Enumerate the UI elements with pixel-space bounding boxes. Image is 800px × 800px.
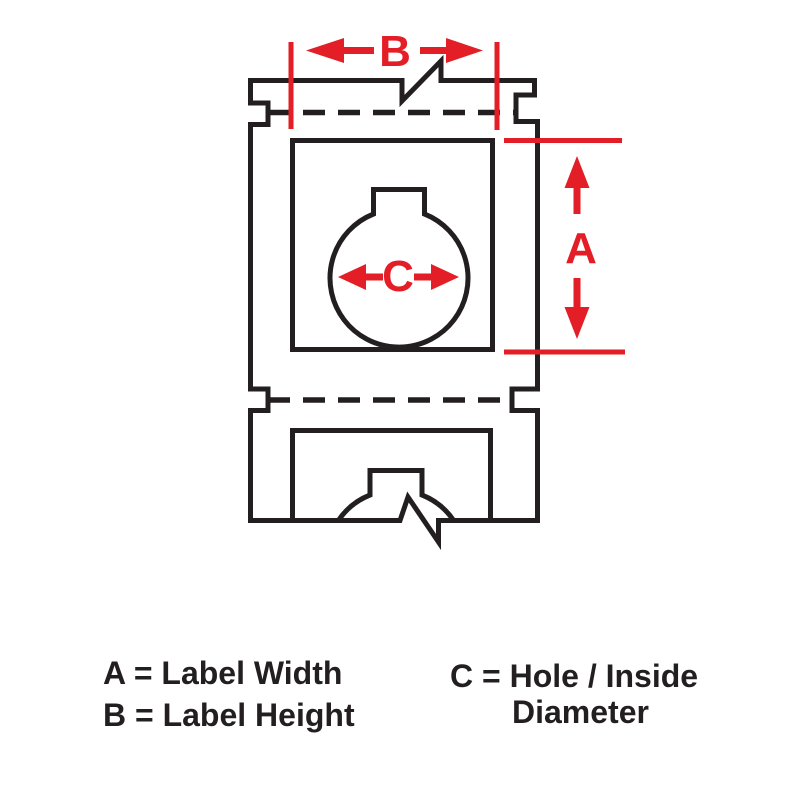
legend-line-c2: Diameter bbox=[512, 694, 649, 730]
label-next-outline bbox=[290, 428, 493, 521]
label-next-partial bbox=[290, 428, 493, 523]
label-front bbox=[290, 138, 495, 352]
label-strip bbox=[248, 54, 540, 551]
dim-b-label: B bbox=[379, 27, 411, 76]
legend-line-c1: C = Hole / Inside bbox=[450, 658, 698, 694]
keyhole-cutout-partial bbox=[335, 468, 457, 523]
label-front-outline bbox=[290, 138, 495, 352]
legend: A = Label Width B = Label Height C = Hol… bbox=[103, 655, 698, 733]
dim-b-arrow-right-head bbox=[446, 38, 483, 63]
dim-c: C bbox=[338, 252, 459, 301]
dim-a-label: A bbox=[565, 224, 597, 273]
legend-line-a: A = Label Width bbox=[103, 655, 342, 691]
dim-a: A bbox=[504, 138, 625, 355]
keyhole-cutout bbox=[327, 187, 471, 350]
dim-c-arrow-right-head bbox=[431, 264, 459, 290]
label-strip-outline bbox=[248, 54, 540, 551]
dim-c-label: C bbox=[382, 252, 414, 301]
dim-a-arrow-up-head bbox=[564, 156, 590, 188]
dim-c-arrow-left-head bbox=[338, 264, 366, 290]
dim-b-arrow-left-head bbox=[306, 38, 344, 63]
legend-line-b: B = Label Height bbox=[103, 697, 355, 733]
dim-a-arrow-down-head bbox=[564, 307, 590, 339]
dim-b: B bbox=[288, 27, 500, 130]
